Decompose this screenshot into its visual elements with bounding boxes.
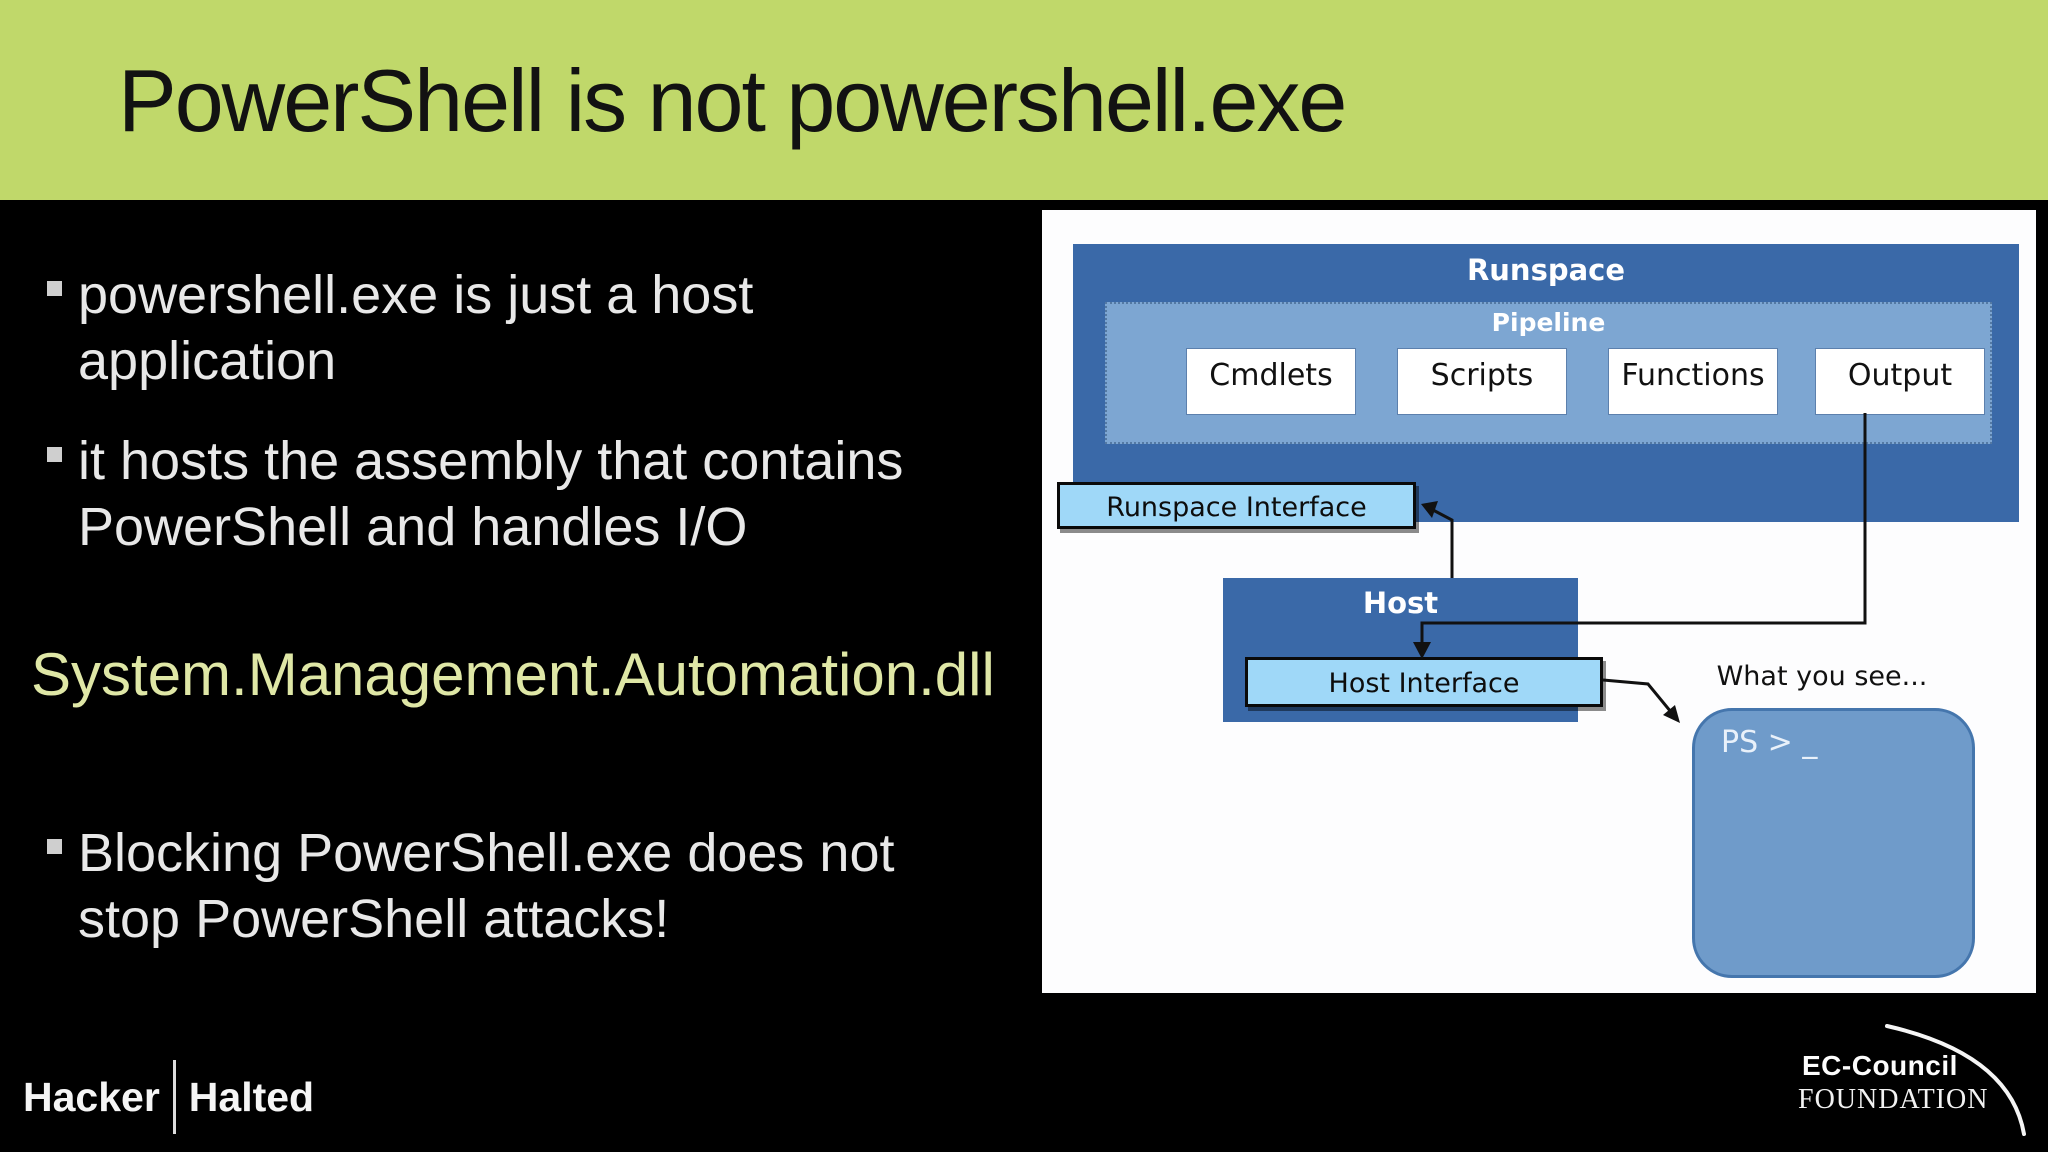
host-interface-box: Host Interface bbox=[1245, 657, 1603, 707]
swoosh-arc-icon bbox=[1885, 1024, 2026, 1136]
hacker-label: Hacker bbox=[23, 1073, 160, 1120]
foundation-label: FOUNDATION bbox=[1798, 1084, 1989, 1115]
host-label: Host bbox=[1362, 586, 1439, 620]
arrow-host-interface-to-terminal bbox=[1602, 678, 1673, 713]
pipeline-label: Pipeline bbox=[1491, 308, 1606, 337]
diagram-panel: Runspace Pipeline Cmdlets Scripts Functi… bbox=[1042, 210, 2036, 993]
bullet-text: Blocking PowerShell.exe does not stop Po… bbox=[78, 823, 895, 949]
hacker-halted-logo: Hacker Halted bbox=[23, 1058, 314, 1136]
bullet-text: powershell.exe is just a host applicatio… bbox=[78, 265, 754, 391]
header-bar: PowerShell is not powershell.exe bbox=[0, 0, 2048, 200]
pipeline-item-output: Output bbox=[1815, 348, 1985, 415]
terminal-prompt: PS > _ bbox=[1721, 725, 1818, 760]
pipeline-item-cmdlets: Cmdlets bbox=[1186, 348, 1356, 415]
what-you-see-label: What you see... bbox=[1716, 661, 1928, 692]
bullet-text: it hosts the assembly that contains Powe… bbox=[78, 431, 904, 557]
arrowhead-downright-icon bbox=[1663, 705, 1680, 723]
library-name-text: System.Management.Automation.dll bbox=[31, 641, 995, 708]
runspace-label: Runspace bbox=[1466, 253, 1626, 287]
logo-divider bbox=[172, 1060, 176, 1134]
runspace-interface-box: Runspace Interface bbox=[1057, 482, 1416, 529]
bullet-icon bbox=[47, 839, 62, 854]
terminal-window: PS > _ bbox=[1692, 708, 1975, 978]
pipeline-box: Pipeline Cmdlets Scripts Functions Outpu… bbox=[1105, 302, 1992, 444]
bullet-icon bbox=[47, 447, 62, 462]
runspace-box: Runspace Pipeline Cmdlets Scripts Functi… bbox=[1073, 244, 2019, 522]
bullet-item-hosts-assembly: it hosts the assembly that contains Powe… bbox=[47, 428, 903, 560]
pipeline-item-functions: Functions bbox=[1608, 348, 1778, 415]
page-title: PowerShell is not powershell.exe bbox=[118, 51, 1347, 150]
bullet-icon bbox=[47, 281, 62, 296]
ec-council-foundation-logo: EC-Council FOUNDATION bbox=[1790, 1012, 2042, 1144]
pipeline-item-scripts: Scripts bbox=[1397, 348, 1567, 415]
bullet-item-blocking: Blocking PowerShell.exe does not stop Po… bbox=[47, 820, 895, 952]
ec-council-label: EC-Council bbox=[1802, 1050, 1958, 1081]
bullet-item-host-application: powershell.exe is just a host applicatio… bbox=[47, 262, 753, 394]
halted-label: Halted bbox=[188, 1073, 315, 1120]
